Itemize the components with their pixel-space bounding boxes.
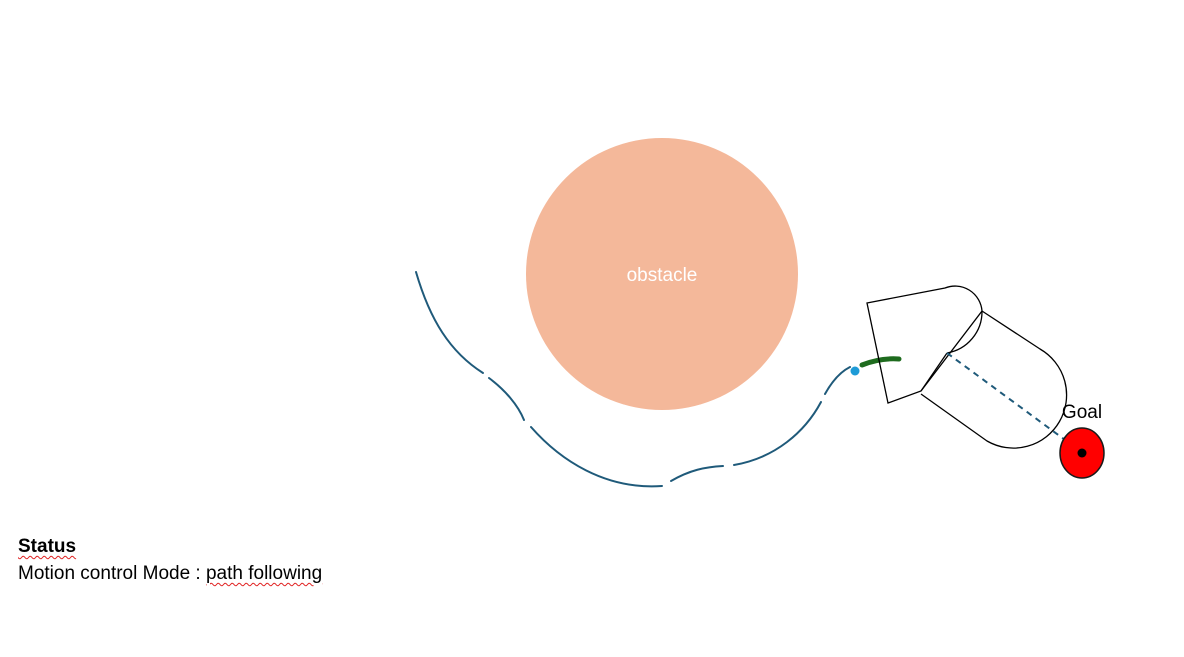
path-segment: [824, 366, 851, 395]
motion-mode-label: Motion control Mode :: [18, 563, 206, 584]
motion-mode-value: path following: [205, 563, 323, 584]
path-segment: [488, 377, 525, 421]
lookahead-arc: [859, 356, 902, 368]
robot-joint-arc: [946, 310, 983, 354]
goal-label: Goal: [1062, 402, 1102, 423]
goal: Goal: [1059, 402, 1105, 479]
obstacle-label: obstacle: [627, 265, 698, 286]
goal-center-dot: [1077, 448, 1087, 458]
obstacle-circle: [526, 138, 798, 410]
obstacle: obstacle: [526, 138, 798, 410]
lookahead-point: [850, 366, 860, 376]
goal-direction-line: [946, 352, 1077, 449]
motion-mode-line: Motion control Mode : path following: [18, 560, 322, 587]
status-panel: Status Motion control Mode : path follow…: [18, 533, 322, 587]
planned-path: [415, 271, 851, 488]
path-segment: [670, 465, 724, 482]
robot: [866, 285, 1068, 449]
path-segment: [733, 401, 822, 466]
path-segment: [530, 426, 663, 488]
robot-joint-line: [920, 352, 948, 392]
robot-rear-body: [920, 310, 1068, 449]
status-heading: Status: [18, 536, 77, 557]
path-segment: [415, 271, 484, 374]
